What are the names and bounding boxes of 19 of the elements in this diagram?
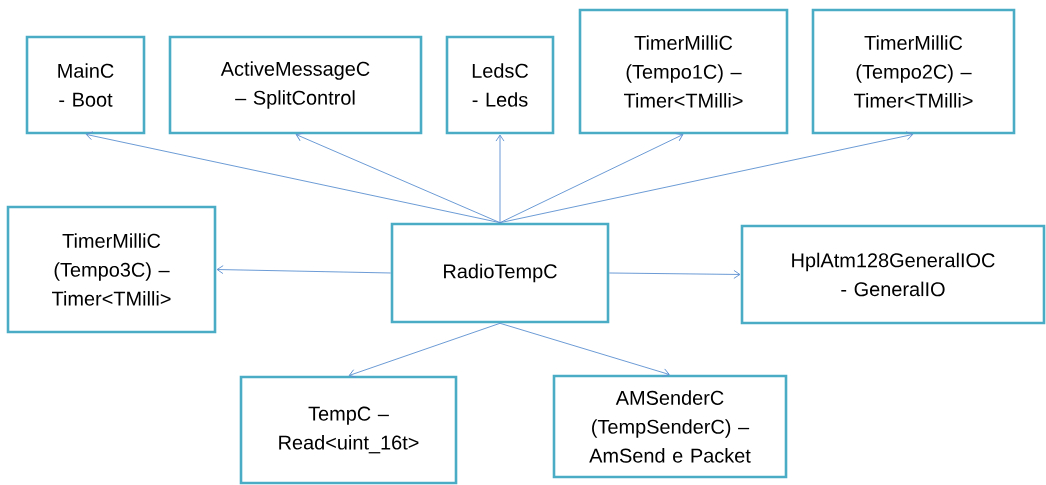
component-box: MainC - Boot — [25, 35, 146, 135]
arrow — [499, 322, 670, 377]
arrow — [348, 322, 501, 378]
component-box: TimerMilliC (Tempo1C) – Timer<TMilli> — [578, 8, 789, 135]
component-box: TimerMilliC (Tempo3C) – Timer<TMilli> — [6, 205, 217, 334]
arrow — [295, 132, 501, 224]
component-box: LedsC - Leds — [445, 35, 555, 135]
component-box: TimerMilliC (Tempo2C) – Timer<TMilli> — [811, 8, 1016, 135]
component-box: ActiveMessageC – SplitControl — [168, 35, 423, 135]
arrow — [216, 265, 392, 275]
arrow — [499, 131, 914, 224]
component-box: TempC – Read<uint_16t> — [239, 375, 458, 485]
component-box: RadioTempC — [390, 222, 610, 324]
component-box: AMSenderC (TempSenderC) – AmSend e Packet — [552, 374, 788, 479]
component-box: HplAtm128GeneralIOC - GeneralIO — [740, 224, 1046, 325]
arrow — [85, 131, 501, 224]
arrow — [499, 133, 684, 224]
arrow — [608, 270, 741, 279]
arrow — [495, 134, 505, 224]
